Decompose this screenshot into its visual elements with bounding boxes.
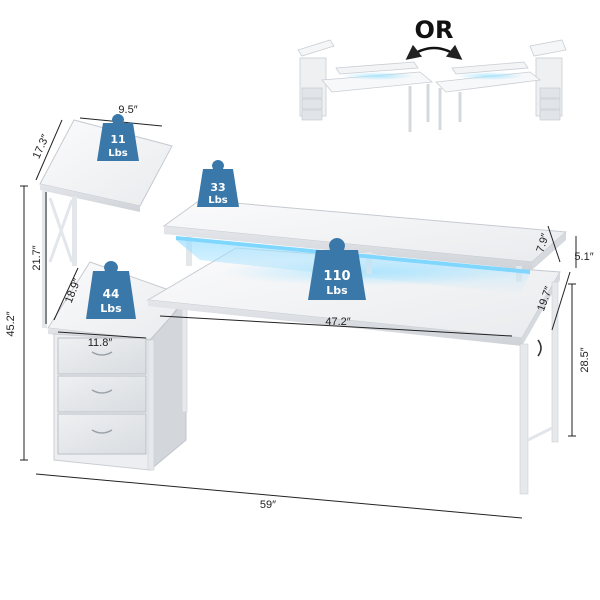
weight-unit: Lbs bbox=[326, 284, 348, 297]
dim-desk-height: 28.5″ bbox=[579, 347, 591, 372]
weight-value: 110 bbox=[323, 269, 350, 284]
dim-total-height: 45.2″ bbox=[5, 311, 17, 336]
weight-badge-monitor-riser: 33 Lbs bbox=[197, 160, 239, 207]
weight-badge-top-shelf: 11 Lbs bbox=[97, 114, 139, 161]
weight-value: 44 bbox=[103, 287, 120, 301]
weight-badge-side-shelf: 44 Lbs bbox=[86, 261, 136, 319]
weight-value: 33 bbox=[210, 181, 225, 194]
weight-icon bbox=[86, 261, 136, 319]
drawer-1 bbox=[57, 337, 147, 375]
weight-unit: Lbs bbox=[100, 302, 122, 315]
thumbnail-left-config bbox=[297, 39, 433, 132]
desk-body bbox=[146, 199, 568, 495]
drawer-2 bbox=[57, 375, 147, 413]
weight-unit: Lbs bbox=[108, 148, 128, 159]
weight-badge-desktop: 110 Lbs bbox=[308, 238, 366, 300]
dim-riser-height: 5.1″ bbox=[574, 251, 593, 263]
dim-top-shelf-width: 9.5″ bbox=[118, 104, 137, 116]
dim-total-width: 59″ bbox=[260, 499, 276, 511]
swap-arrow-icon bbox=[405, 44, 463, 60]
thumbnail-right-config bbox=[435, 39, 567, 130]
weight-icon bbox=[308, 238, 366, 300]
or-label: OR bbox=[415, 16, 454, 44]
drawer-3 bbox=[57, 413, 147, 455]
dim-top-shelf-depth: 17.3″ bbox=[31, 133, 52, 161]
dim-riser-depth: 7.9″ bbox=[534, 232, 551, 254]
weight-icon bbox=[97, 114, 139, 161]
weight-icon bbox=[197, 160, 239, 207]
weight-value: 11 bbox=[110, 133, 125, 146]
dim-drawer-width: 11.8″ bbox=[88, 337, 113, 349]
dim-shelf-gap: 21.7″ bbox=[31, 245, 43, 270]
dimension-lines bbox=[20, 117, 577, 519]
weight-unit: Lbs bbox=[208, 195, 228, 206]
dim-desk-width: 47.2″ bbox=[325, 316, 350, 328]
